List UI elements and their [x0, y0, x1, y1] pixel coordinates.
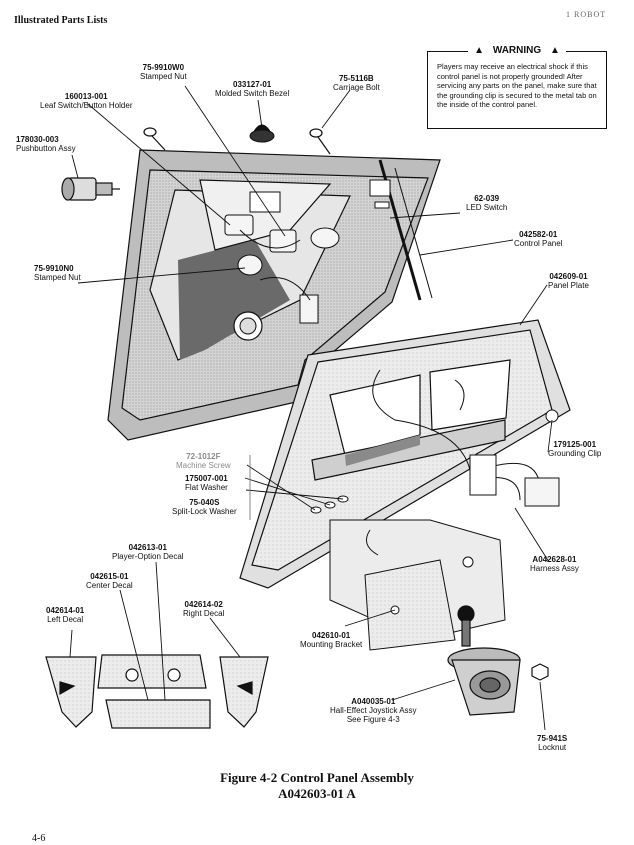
figure-part-number: A042603-01 A: [278, 786, 356, 801]
switch-bezel-art: [249, 124, 275, 143]
header-right: 1 ROBOT: [566, 10, 607, 19]
decal-set: [45, 654, 269, 729]
header-title: Illustrated Parts Lists: [14, 15, 108, 26]
harness-art: [365, 369, 560, 556]
left-decal-art: [45, 656, 97, 728]
pushbutton-art: [61, 177, 120, 201]
switch-cluster: [224, 214, 340, 324]
warning-title-text: WARNING: [489, 45, 545, 56]
center-decal-art: [97, 654, 207, 689]
warning-icon: ▲: [471, 45, 488, 56]
option-decal-art: [105, 699, 211, 729]
figure-caption: Figure 4-2 Control Panel Assembly: [220, 770, 414, 785]
panel-plate: [239, 319, 571, 589]
joystick-art: [447, 605, 521, 716]
panel-edge: [249, 179, 391, 213]
warning-icon: ▲: [546, 45, 563, 56]
right-decal-art: [219, 656, 269, 728]
page-number: 4-6: [32, 833, 46, 844]
locknut-art: [531, 663, 549, 681]
carriage-bolts-art: [143, 127, 331, 155]
warning-title: ▲ WARNING ▲: [428, 45, 606, 56]
leader-lines: [69, 85, 553, 731]
warning-text: Players may receive an electrical shock …: [437, 62, 597, 109]
warning-box: ▲ WARNING ▲ Players may receive an elect…: [427, 45, 607, 129]
